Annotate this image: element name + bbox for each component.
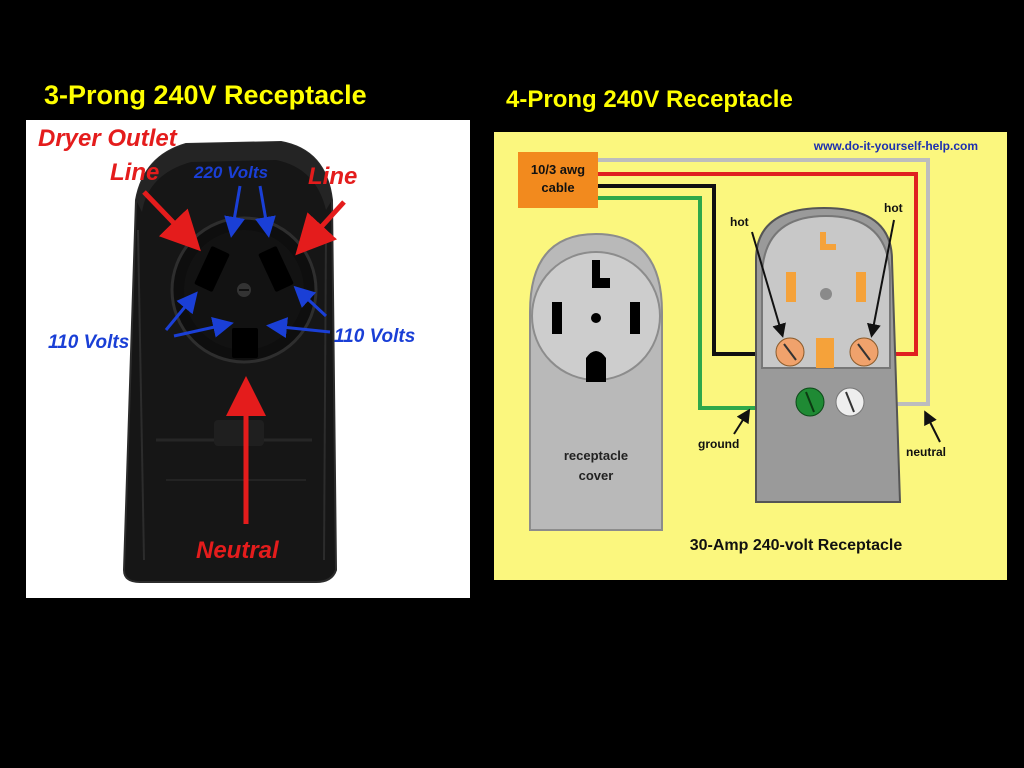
- cable-label-line1: 10/3 awg: [531, 162, 585, 177]
- three-prong-svg: Dryer Outlet Line Line 220 Volts 110 Vol…: [38, 125, 415, 583]
- cable-label-line2: cable: [541, 180, 574, 195]
- volts-220-arrow-left: [224, 185, 245, 238]
- hot-black-wire: [598, 184, 782, 356]
- title-3-prong: 3-Prong 240V Receptacle: [44, 80, 367, 110]
- terminal-neutral: [835, 387, 865, 417]
- volts-110-right-arrow-up: [293, 285, 328, 318]
- outlet-face: [170, 216, 318, 364]
- hot-left-arrow: [751, 231, 786, 338]
- ground-arrow: [733, 408, 751, 435]
- line-left-arrow: [142, 190, 201, 252]
- volts-110-left-arrow-up: [164, 291, 198, 331]
- dryer-outlet-label: Dryer Outlet: [38, 125, 178, 152]
- line-left-label: Line: [110, 159, 159, 186]
- ground-label: ground: [698, 437, 739, 451]
- volts-220-label: 220 Volts: [193, 163, 268, 182]
- website-label: www.do-it-yourself-help.com: [813, 139, 978, 153]
- volts-110-left-arrow-right: [173, 317, 234, 338]
- three-prong-diagram: Dryer Outlet Line Line 220 Volts 110 Vol…: [26, 120, 470, 598]
- hot-left-label: hot: [730, 215, 749, 229]
- terminal-ground: [795, 387, 825, 417]
- hot-right-label: hot: [884, 201, 903, 215]
- title-4-prong: 4-Prong 240V Receptacle: [506, 86, 793, 113]
- cable-tag: 10/3 awg cable: [518, 152, 598, 208]
- ground-wire: [598, 196, 802, 410]
- hot-right-arrow: [867, 219, 895, 338]
- terminal-hot-right: [849, 337, 879, 367]
- four-prong-diagram: www.do-it-yourself-help.com 10/3 awg cab…: [494, 132, 1007, 580]
- volts-220-arrow-right: [255, 185, 276, 238]
- neutral-label-right: neutral: [906, 445, 946, 459]
- line-right-label: Line: [308, 163, 357, 190]
- neutral-label: Neutral: [196, 537, 280, 564]
- receptacle-body: [755, 206, 902, 503]
- line-right-arrow: [295, 200, 346, 256]
- terminal-hot-left: [775, 337, 805, 367]
- neutral-wire: [598, 158, 930, 406]
- four-prong-svg: www.do-it-yourself-help.com 10/3 awg cab…: [518, 139, 978, 554]
- volts-110-right-label: 110 Volts: [334, 326, 415, 347]
- volts-110-left-label: 110 Volts: [48, 332, 129, 353]
- caption-label: 30-Amp 240-volt Receptacle: [690, 537, 903, 554]
- volts-110-right-arrow-left: [266, 317, 331, 338]
- neutral-arrow-right: [924, 410, 941, 443]
- cover-label-line1: receptacle: [564, 448, 628, 463]
- cover-label-line2: cover: [579, 468, 614, 483]
- receptacle-cover: receptacle cover: [529, 232, 663, 531]
